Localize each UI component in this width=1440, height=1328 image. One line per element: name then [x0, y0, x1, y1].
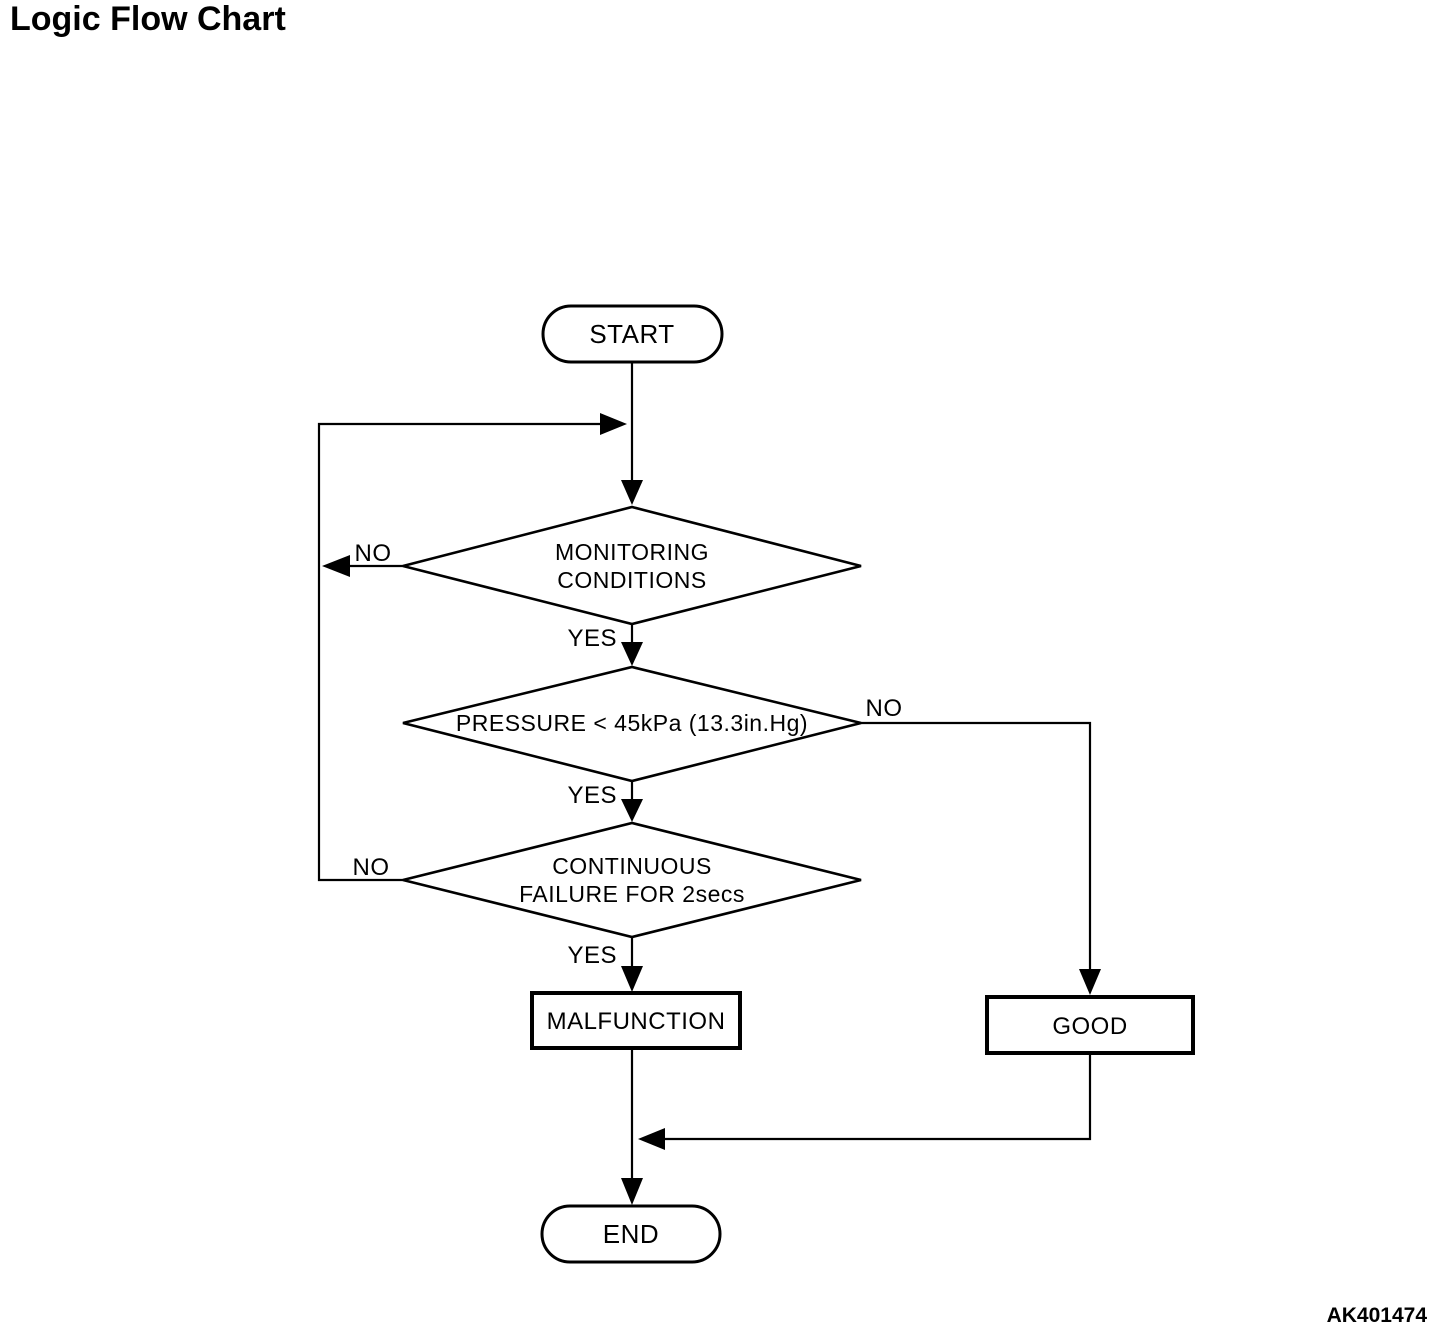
- decision-pressure-check: [402, 665, 862, 783]
- arrowhead-loop-into-main: [600, 413, 627, 435]
- arrowhead-merge-into-main: [638, 1128, 665, 1150]
- edge-decision2-no: [858, 721, 1092, 971]
- arrowhead-decision1-no: [322, 555, 350, 577]
- malfunction-node: [530, 991, 742, 1050]
- arrowhead-into-malfunction: [621, 966, 643, 992]
- decision-continuous-failure: [402, 821, 862, 939]
- decision1-label-line1: MONITORING: [555, 539, 709, 565]
- edge-loop-back: [317, 422, 601, 882]
- good-node: [985, 995, 1195, 1055]
- arrowhead-into-good: [1079, 969, 1101, 995]
- decision1-yes-label: YES: [567, 625, 617, 652]
- end-node: [540, 1204, 722, 1264]
- arrowhead-into-decision3: [621, 799, 643, 822]
- decision3-no-label: NO: [353, 854, 390, 881]
- decision1-no-label: NO: [355, 540, 392, 567]
- arrowhead-into-decision2: [621, 642, 643, 666]
- decision3-label-line1: CONTINUOUS: [552, 853, 712, 879]
- arrowhead-into-decision1: [621, 480, 643, 505]
- decision-monitoring-conditions: [402, 505, 862, 626]
- malfunction-node-label: MALFUNCTION: [547, 1008, 726, 1035]
- decision1-label-line2: CONDITIONS: [557, 567, 706, 593]
- figure-code: AK401474: [1327, 1304, 1428, 1327]
- arrowhead-into-end: [621, 1178, 643, 1205]
- decision3-label-line2: FAILURE FOR 2secs: [519, 881, 745, 907]
- page-title: Logic Flow Chart: [10, 0, 286, 38]
- edge-good-to-merge: [663, 1053, 1092, 1141]
- decision2-yes-label: YES: [567, 782, 617, 809]
- decision3-yes-label: YES: [567, 942, 617, 969]
- decision2-no-label: NO: [866, 695, 903, 722]
- start-node-label: START: [589, 319, 674, 349]
- start-node: [541, 304, 724, 364]
- decision2-label: PRESSURE < 45kPa (13.3in.Hg): [456, 710, 808, 736]
- end-node-label: END: [603, 1219, 659, 1249]
- good-node-label: GOOD: [1052, 1013, 1127, 1040]
